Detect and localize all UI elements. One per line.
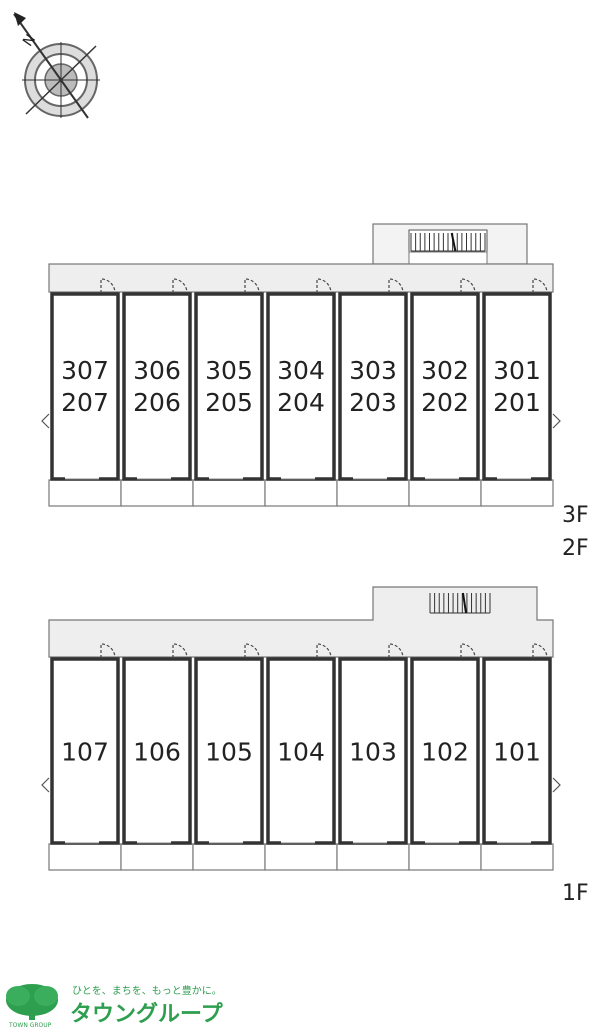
- balcony: [336, 843, 410, 871]
- room-unit: 107: [50, 657, 120, 845]
- balcony: [408, 843, 482, 871]
- room-unit: 102: [410, 657, 480, 845]
- staircase-icon: [429, 592, 491, 614]
- room-unit: 101: [482, 657, 552, 845]
- room-number-lower: 202: [421, 388, 469, 417]
- logo-sub-text: TOWN GROUP: [8, 1022, 52, 1029]
- balcony: [120, 843, 194, 871]
- room-unit: 103: [338, 657, 408, 845]
- logo-name: タウングループ: [70, 1001, 224, 1027]
- balcony: [264, 843, 338, 871]
- room-number-lower: 203: [349, 388, 397, 417]
- balcony: [120, 479, 194, 507]
- room-unit: 105: [194, 657, 264, 845]
- room-number-upper: 307: [61, 356, 109, 385]
- balcony: [480, 479, 554, 507]
- room-number-upper: 306: [133, 356, 181, 385]
- room-number-lower: 205: [205, 388, 253, 417]
- logo-tagline: ひとを、まちを、もっと豊かに。: [72, 984, 222, 997]
- balcony: [48, 479, 122, 507]
- room-number-lower: 204: [277, 388, 325, 417]
- balcony: [192, 843, 266, 871]
- balcony: [408, 479, 482, 507]
- room-number: 105: [205, 738, 253, 767]
- room-number: 103: [349, 738, 397, 767]
- balcony: [48, 843, 122, 871]
- balcony: [336, 479, 410, 507]
- balcony: [264, 479, 338, 507]
- room-number-upper: 305: [205, 356, 253, 385]
- compass-icon: N: [13, 12, 100, 119]
- balcony: [480, 843, 554, 871]
- room-number: 102: [421, 738, 469, 767]
- floor-label-2f: 2F: [562, 536, 589, 561]
- room-number-lower: 206: [133, 388, 181, 417]
- tree-logo-icon: [6, 984, 58, 1020]
- room-number-upper: 304: [277, 356, 325, 385]
- room-number: 106: [133, 738, 181, 767]
- room-number-lower: 201: [493, 388, 541, 417]
- room-number-upper: 302: [421, 356, 469, 385]
- room-unit: 104: [266, 657, 336, 845]
- room-number: 101: [493, 738, 541, 767]
- floor-label-3f: 3F: [562, 503, 589, 528]
- balcony: [192, 479, 266, 507]
- upper-floor-plan: 3072073062063052053042043032033022023012…: [41, 223, 561, 507]
- room-number-upper: 301: [493, 356, 541, 385]
- room-number: 104: [277, 738, 325, 767]
- room-number: 107: [61, 738, 109, 767]
- staircase-icon: [410, 232, 486, 252]
- floor-label-1f: 1F: [562, 881, 589, 906]
- town-group-logo: TOWN GROUP ひとを、まちを、もっと豊かに。 タウングループ: [6, 984, 224, 1029]
- room-number-lower: 207: [61, 388, 109, 417]
- lower-floor-plan: 107 106 105 104 103 102 101: [41, 586, 561, 871]
- room-unit: 106: [122, 657, 192, 845]
- room-number-upper: 303: [349, 356, 397, 385]
